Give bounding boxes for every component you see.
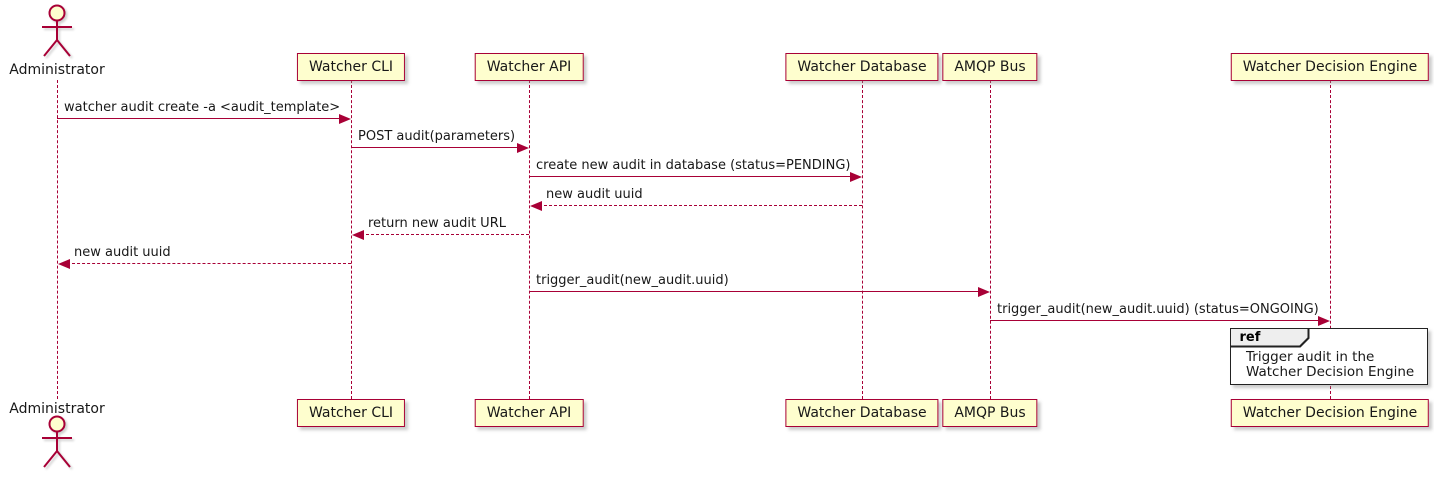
message-label: trigger_audit(new_audit.uuid) (status=ON… xyxy=(997,302,1319,317)
participant-box-top-watcher-database: Watcher Database xyxy=(785,53,939,81)
ref-text-line: Trigger audit in the xyxy=(1246,349,1375,365)
participant-box-bottom-watcher-api: Watcher API xyxy=(474,399,584,427)
participant-box-bottom-amqp-bus: AMQP Bus xyxy=(942,399,1038,427)
message-label: create new audit in database (status=PEN… xyxy=(536,158,851,173)
lifeline-watcher-decision-engine xyxy=(1329,80,1331,399)
lifeline-amqp-bus xyxy=(989,80,991,399)
message-line xyxy=(361,234,529,235)
ref-tab: ref xyxy=(1231,329,1310,348)
lifeline-administrator xyxy=(56,80,58,399)
participant-box-top-watcher-cli: Watcher CLI xyxy=(296,53,406,81)
message-line xyxy=(57,118,341,119)
actor-label-bottom-administrator: Administrator xyxy=(9,401,105,417)
lifeline-watcher-database xyxy=(861,80,863,399)
participant-box-top-watcher-decision-engine: Watcher Decision Engine xyxy=(1230,53,1430,81)
arrowhead-icon xyxy=(850,171,862,182)
arrowhead-icon xyxy=(530,200,542,211)
arrowhead-icon xyxy=(517,142,529,153)
arrowhead-icon xyxy=(58,258,70,269)
participant-box-bottom-watcher-database: Watcher Database xyxy=(785,399,939,427)
participant-box-bottom-watcher-decision-engine: Watcher Decision Engine xyxy=(1230,399,1430,427)
participant-box-top-watcher-api: Watcher API xyxy=(474,53,584,81)
ref-keyword: ref xyxy=(1231,329,1308,346)
participant-box-bottom-watcher-cli: Watcher CLI xyxy=(296,399,406,427)
ref-text-line: Watcher Decision Engine xyxy=(1246,363,1415,380)
lifeline-watcher-cli xyxy=(350,80,352,399)
arrowhead-icon xyxy=(352,229,364,240)
lifeline-watcher-api xyxy=(528,80,530,399)
actor-figure-icon-bottom xyxy=(32,414,82,472)
arrowhead-icon xyxy=(978,286,990,297)
actor-figure-icon-top xyxy=(32,3,82,61)
participant-box-top-amqp-bus: AMQP Bus xyxy=(942,53,1038,81)
message-label: new audit uuid xyxy=(74,245,171,260)
message-line xyxy=(529,291,980,292)
arrowhead-icon xyxy=(1318,315,1330,326)
message-label: watcher audit create -a <audit_template> xyxy=(64,100,341,115)
message-line xyxy=(990,320,1320,321)
message-line xyxy=(539,205,862,206)
message-line xyxy=(67,263,351,264)
message-label: POST audit(parameters) xyxy=(358,129,516,144)
message-label: new audit uuid xyxy=(546,187,643,202)
message-label: trigger_audit(new_audit.uuid) xyxy=(536,273,729,288)
actor-label-top-administrator: Administrator xyxy=(9,62,105,78)
message-line xyxy=(351,147,519,148)
message-label: return new audit URL xyxy=(368,216,506,231)
arrowhead-icon xyxy=(339,113,351,124)
message-line xyxy=(529,176,852,177)
